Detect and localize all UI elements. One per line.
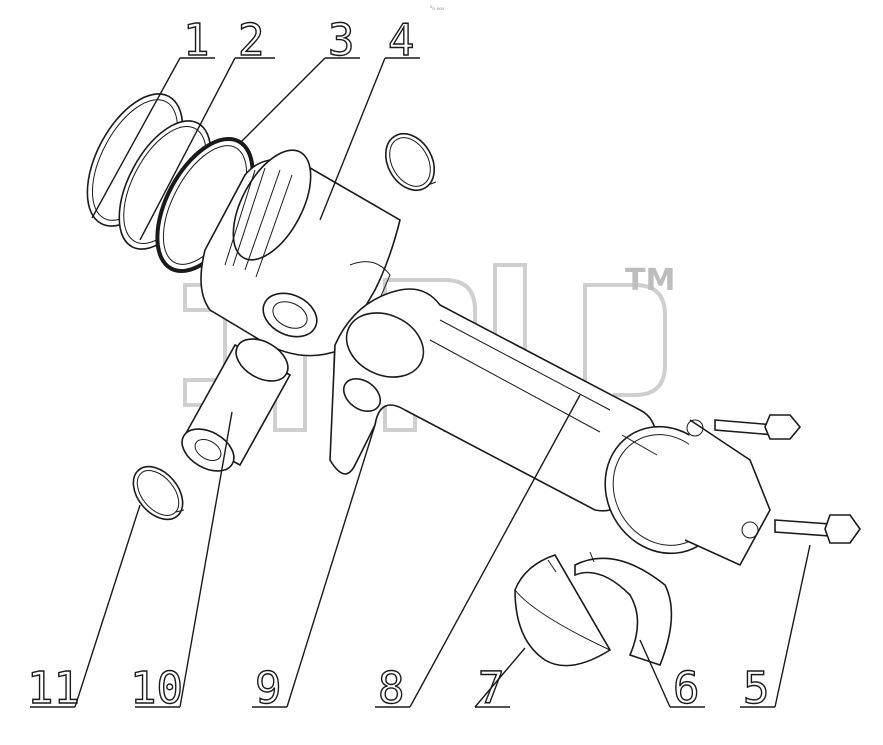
- bearing-shell-lower: [514, 554, 612, 667]
- callout-leaders: [30, 57, 811, 708]
- callout-4: 4: [388, 15, 415, 66]
- callout-10: 10: [130, 663, 183, 714]
- piston-pin: [181, 338, 292, 472]
- callout-1: 1: [183, 15, 210, 66]
- callout-7: 7: [478, 663, 505, 714]
- connecting-rod: [329, 288, 771, 567]
- snap-ring-lower: [132, 465, 185, 521]
- callout-6: 6: [673, 663, 700, 714]
- callout-8: 8: [378, 663, 405, 714]
- callout-9: 9: [255, 663, 282, 714]
- callout-2: 2: [238, 15, 265, 66]
- snap-ring-upper: [384, 132, 437, 192]
- callout-labels: 1 2 3 4 5 6 7 8 9 10 11: [26, 14, 770, 714]
- callout-5: 5: [743, 663, 770, 714]
- connecting-rod-bolts: [714, 414, 861, 544]
- callout-3: 3: [328, 15, 355, 66]
- bearing-shell-upper: [574, 551, 673, 666]
- watermark-tm: TM: [625, 263, 675, 298]
- callout-11: 11: [27, 663, 80, 714]
- corner-note: ⁰₀ ₀₀₀: [430, 5, 445, 12]
- piston: [200, 149, 401, 357]
